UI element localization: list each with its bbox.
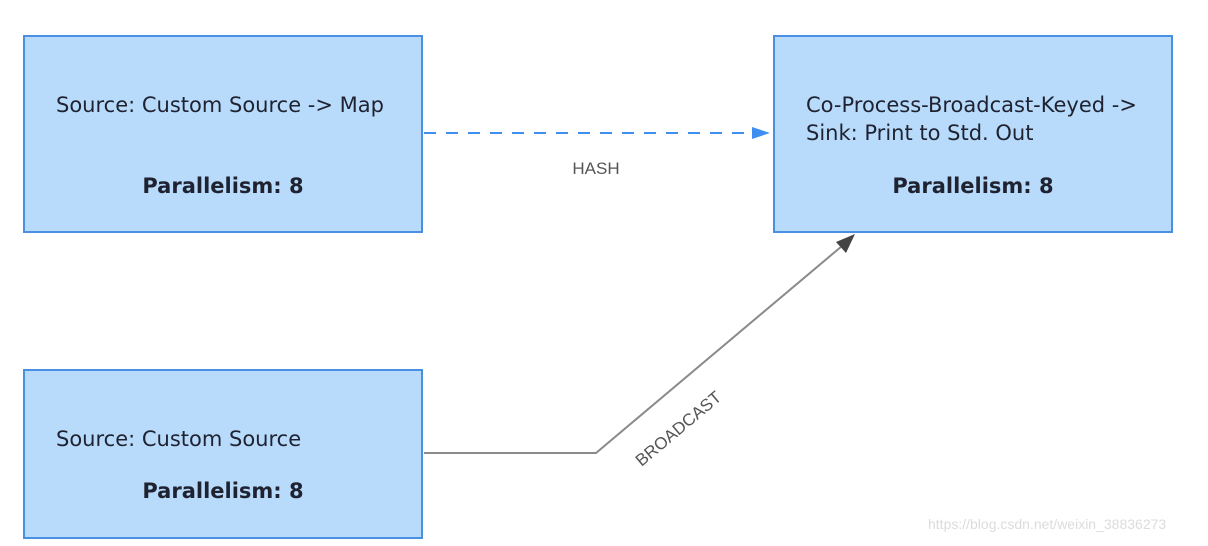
hash-edge-label: HASH: [572, 159, 619, 178]
node-co-process-sink[interactable]: Co-Process-Broadcast-Keyed -> Sink: Prin…: [773, 35, 1173, 233]
watermark: https://blog.csdn.net/weixin_38836273: [928, 516, 1167, 532]
broadcast-edge-label: BROADCAST: [632, 388, 725, 471]
broadcast-edge[interactable]: [424, 245, 843, 454]
node-title: Co-Process-Broadcast-Keyed -> Sink: Prin…: [806, 93, 1137, 145]
node-source-map[interactable]: Source: Custom Source -> Map Parallelism…: [23, 35, 423, 233]
broadcast-arrowhead-icon: [836, 234, 855, 253]
node-source[interactable]: Source: Custom Source Parallelism: 8: [23, 369, 423, 539]
node-title: Source: Custom Source -> Map: [56, 93, 384, 117]
node-parallelism: Parallelism: 8: [142, 479, 304, 503]
node-title: Source: Custom Source: [56, 427, 302, 451]
node-parallelism: Parallelism: 8: [142, 174, 304, 198]
node-parallelism: Parallelism: 8: [892, 174, 1054, 198]
hash-arrowhead-icon: [752, 127, 770, 139]
